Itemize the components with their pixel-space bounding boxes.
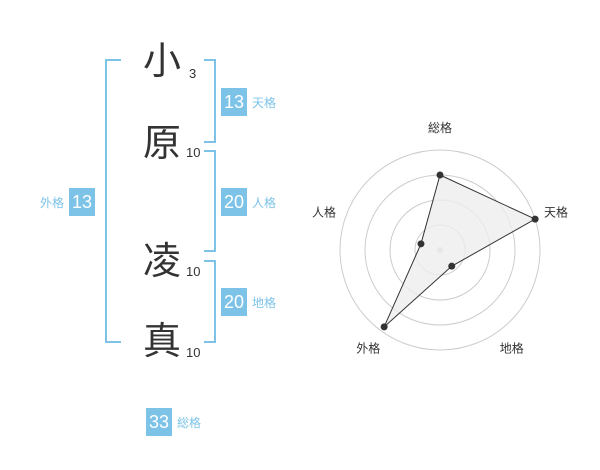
jinkaku-value: 20 bbox=[221, 188, 248, 216]
radar-axis-label-4: 人格 bbox=[312, 204, 336, 219]
stroke-count-4: 10 bbox=[186, 345, 201, 360]
radar-point-3 bbox=[380, 323, 388, 331]
stroke-count-3: 10 bbox=[186, 264, 201, 279]
soukaku-badge: 33 総格 bbox=[146, 408, 201, 436]
radar-polygon-group bbox=[383, 174, 537, 328]
radar-points bbox=[380, 171, 539, 331]
tenkaku-badge: 13 天格 bbox=[221, 88, 276, 116]
chikaku-badge: 20 地格 bbox=[221, 288, 276, 316]
gaikaku-bracket bbox=[105, 59, 121, 343]
tenkaku-label: 天格 bbox=[252, 95, 277, 110]
gaikaku-label: 外格 bbox=[40, 195, 65, 210]
stroke-count-1: 3 bbox=[189, 66, 197, 81]
soukaku-value: 33 bbox=[146, 408, 173, 436]
chikaku-label: 地格 bbox=[252, 295, 277, 310]
chikaku-value: 20 bbox=[221, 288, 248, 316]
name-char-3: 凌 bbox=[143, 239, 182, 283]
radar-axis-label-1: 天格 bbox=[544, 204, 568, 219]
name-char-1: 小 bbox=[143, 39, 182, 83]
tenkaku-bracket bbox=[204, 59, 216, 143]
gaikaku-value: 13 bbox=[69, 188, 96, 216]
stroke-count-2: 10 bbox=[186, 145, 201, 160]
radar-point-2 bbox=[448, 262, 456, 270]
radar-point-4 bbox=[417, 240, 425, 248]
soukaku-label: 総格 bbox=[177, 415, 202, 430]
radar-axis-label-3: 外格 bbox=[356, 341, 380, 356]
jinkaku-badge: 20 人格 bbox=[221, 188, 276, 216]
name-char-4: 真 bbox=[143, 319, 182, 363]
radar-axis-label-2: 地格 bbox=[500, 341, 524, 356]
jinkaku-label: 人格 bbox=[252, 195, 277, 210]
name-char-2: 原 bbox=[143, 121, 182, 165]
chikaku-bracket bbox=[204, 260, 216, 343]
radar-polygon bbox=[383, 174, 537, 328]
radar-axis-label-0: 総格 bbox=[428, 120, 452, 135]
tenkaku-value: 13 bbox=[221, 88, 248, 116]
radar-point-1 bbox=[531, 215, 539, 223]
radar-ring bbox=[339, 149, 541, 351]
radar-point-0 bbox=[436, 171, 444, 179]
jinkaku-bracket bbox=[204, 150, 216, 252]
gaikaku-badge: 13 外格 bbox=[40, 188, 96, 216]
